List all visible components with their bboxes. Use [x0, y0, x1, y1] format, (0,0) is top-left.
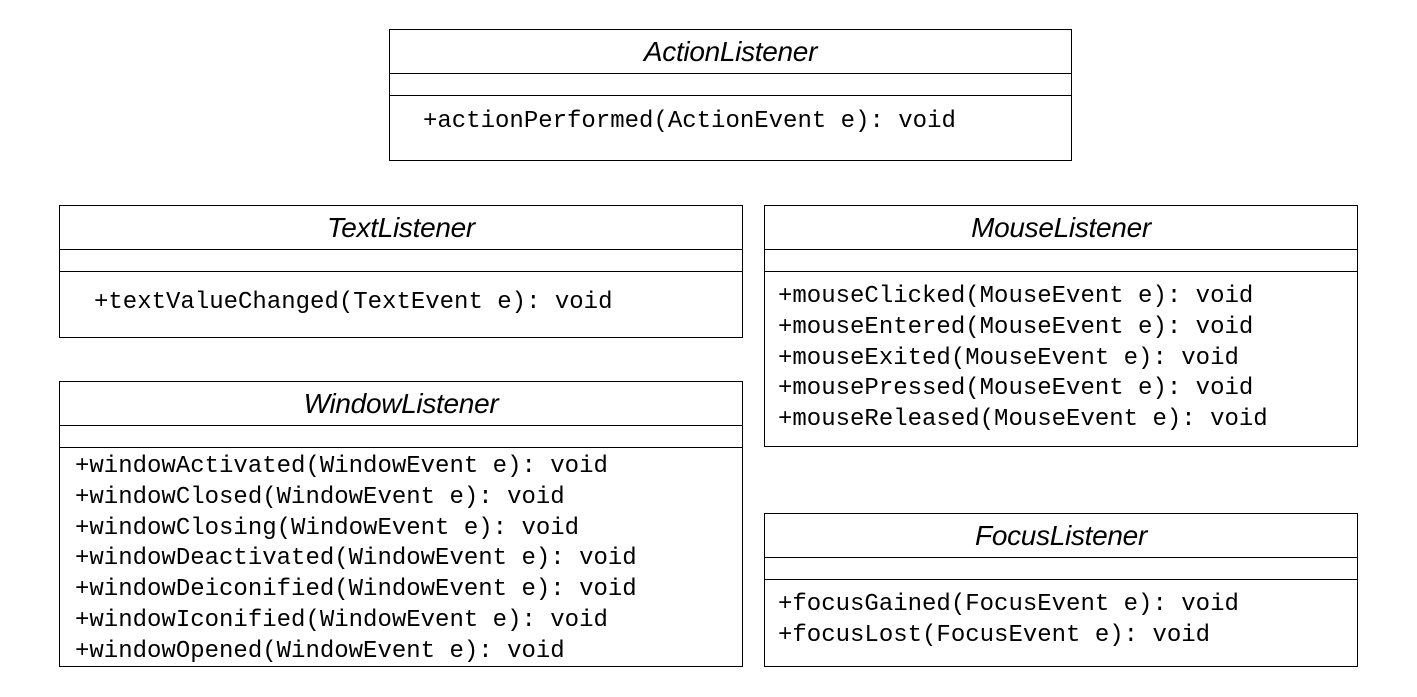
attributes-compartment [765, 558, 1357, 580]
class-name: TextListener [60, 206, 742, 250]
attributes-compartment [60, 426, 742, 448]
class-name: WindowListener [60, 382, 742, 426]
operation: +textValueChanged(TextEvent e): void [94, 289, 613, 316]
class-name: FocusListener [765, 514, 1357, 558]
operation: +mouseClicked(MouseEvent e): void [778, 283, 1254, 310]
operation: +mousePressed(MouseEvent e): void [778, 375, 1254, 403]
operation: +windowDeactivated(WindowEvent e): void [75, 545, 637, 573]
class-name: ActionListener [390, 30, 1071, 74]
operation: +focusGained(FocusEvent e): void [778, 591, 1239, 618]
operations-compartment: +actionPerformed(ActionEvent e): void [390, 96, 1071, 138]
class-box-action-listener: ActionListener +actionPerformed(ActionEv… [389, 29, 1072, 161]
operations-compartment: +textValueChanged(TextEvent e): void [60, 272, 742, 319]
attributes-compartment [765, 250, 1357, 272]
class-box-focus-listener: FocusListener +focusGained(FocusEvent e)… [764, 513, 1358, 667]
attributes-compartment [60, 250, 742, 272]
operation: +mouseExited(MouseEvent e): void [778, 344, 1239, 372]
operation: +actionPerformed(ActionEvent e): void [423, 108, 956, 135]
operation: +focusLost(FocusEvent e): void [778, 621, 1211, 649]
class-name: MouseListener [765, 206, 1357, 250]
operation: +windowOpened(WindowEvent e): void [75, 637, 565, 665]
operations-compartment: +mouseClicked(MouseEvent e): void +mouse… [765, 272, 1357, 436]
operation: +mouseReleased(MouseEvent e): void [778, 406, 1268, 434]
operation: +mouseEntered(MouseEvent e): void [778, 313, 1254, 341]
operation: +windowDeiconified(WindowEvent e): void [75, 576, 637, 604]
operation: +windowClosed(WindowEvent e): void [75, 483, 565, 511]
operation: +windowIconified(WindowEvent e): void [75, 606, 608, 634]
class-box-text-listener: TextListener +textValueChanged(TextEvent… [59, 205, 743, 338]
operation: +windowActivated(WindowEvent e): void [75, 453, 608, 480]
operation: +windowClosing(WindowEvent e): void [75, 514, 580, 542]
operations-compartment: +windowActivated(WindowEvent e): void +w… [60, 448, 742, 668]
class-box-mouse-listener: MouseListener +mouseClicked(MouseEvent e… [764, 205, 1358, 447]
attributes-compartment [390, 74, 1071, 96]
operations-compartment: +focusGained(FocusEvent e): void +focusL… [765, 580, 1357, 652]
class-box-window-listener: WindowListener +windowActivated(WindowEv… [59, 381, 743, 667]
